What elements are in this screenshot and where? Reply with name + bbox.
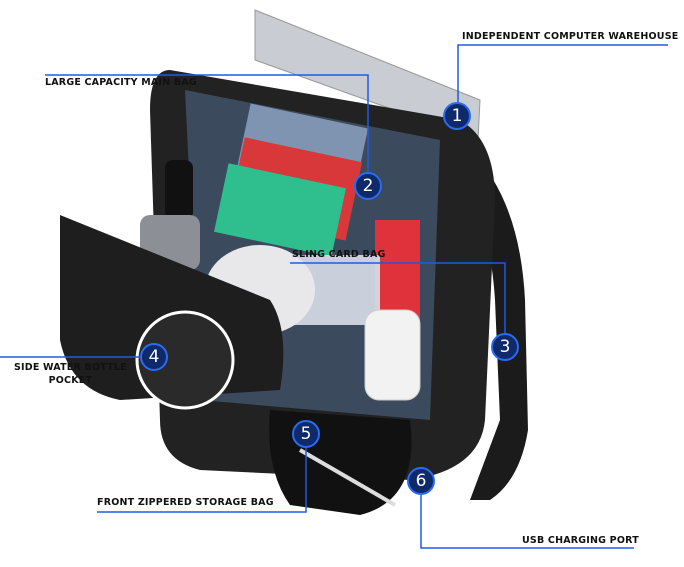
- callout-line-2: [45, 74, 369, 172]
- front-pocket: [269, 410, 412, 515]
- pen: [298, 448, 397, 507]
- bottle-black: [165, 160, 193, 220]
- label-computer-warehouse: INDEPENDENT COMPUTER WAREHOUSE: [462, 31, 679, 42]
- label-sling-card-bag: SLING CARD BAG: [292, 249, 386, 260]
- label-side-bottle-pocket: SIDE WATER BOTTLE POCKET: [14, 361, 127, 387]
- callout-badge-3: 3: [491, 333, 519, 361]
- label-usb-port: USB CHARGING PORT: [522, 535, 639, 546]
- water-bottle-white: [364, 309, 421, 401]
- side-pocket-zoom: [135, 310, 235, 410]
- callout-line-5: [97, 448, 307, 513]
- notebook-green: [214, 163, 346, 257]
- label-main-bag: LARGE CAPACITY MAIN BAG: [45, 77, 197, 88]
- callout-badge-2: 2: [354, 172, 382, 200]
- label-front-storage-bag: FRONT ZIPPERED STORAGE BAG: [97, 497, 274, 508]
- callout-line-1: [457, 44, 668, 102]
- callout-line-3: [290, 262, 506, 333]
- callout-lines: [0, 44, 668, 549]
- label-line-2: POCKET: [48, 375, 93, 386]
- shoulder-strap: [460, 150, 528, 500]
- callout-line-6: [420, 495, 634, 549]
- label-line-1: SIDE WATER BOTTLE: [14, 362, 127, 373]
- callout-badge-6: 6: [407, 467, 435, 495]
- callout-badge-1: 1: [443, 102, 471, 130]
- callout-badge-4: 4: [140, 343, 168, 371]
- callout-badge-5: 5: [292, 420, 320, 448]
